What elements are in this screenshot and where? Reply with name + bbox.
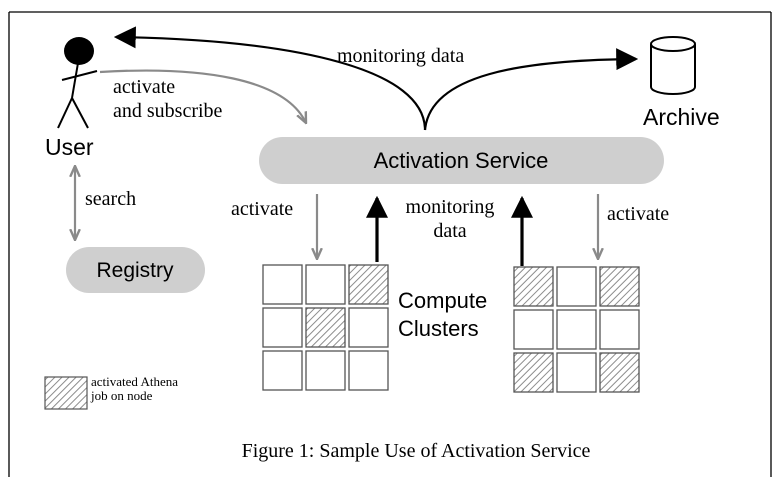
cluster-node-left-0-1 bbox=[305, 264, 346, 305]
legend-label-line2: job on node bbox=[90, 388, 153, 403]
monitoring-arrow-to-archive bbox=[423, 48, 639, 131]
archive-cylinder-icon bbox=[650, 36, 696, 95]
compute-cluster-right bbox=[513, 266, 640, 393]
cluster-node-right-1-2 bbox=[599, 309, 640, 350]
cluster-node-right-0-0-activated bbox=[513, 266, 554, 307]
cluster-node-left-1-0 bbox=[262, 307, 303, 348]
legend-label-line1: activated Athena bbox=[91, 374, 178, 389]
cluster-node-left-1-1-activated bbox=[305, 307, 346, 348]
search-label: search bbox=[85, 188, 136, 210]
figure-caption: Figure 1: Sample Use of Activation Servi… bbox=[242, 440, 591, 462]
cluster-node-right-2-1 bbox=[556, 352, 597, 393]
cluster-node-left-0-2-activated bbox=[348, 264, 389, 305]
figure-frame bbox=[8, 11, 772, 477]
activate-subscribe-arrow bbox=[99, 69, 306, 123]
compute-clusters-label-line2: Clusters bbox=[398, 316, 479, 341]
activate-right-label: activate bbox=[607, 203, 669, 225]
registry-label: Registry bbox=[96, 259, 174, 282]
compute-cluster-left bbox=[262, 264, 389, 391]
monitoring-label-line1: monitoring bbox=[406, 196, 495, 218]
cluster-node-right-2-2-activated bbox=[599, 352, 640, 393]
activation-service-label: Activation Service bbox=[374, 148, 549, 173]
cluster-node-right-2-0-activated bbox=[513, 352, 554, 393]
monitoring-arrow-to-user bbox=[113, 26, 427, 131]
cluster-node-left-2-0 bbox=[262, 350, 303, 391]
cluster-node-left-2-2 bbox=[348, 350, 389, 391]
user-label: User bbox=[45, 134, 94, 160]
user-stick-figure-icon bbox=[57, 37, 98, 129]
compute-clusters-label-line1: Compute bbox=[398, 288, 487, 313]
archive-label: Archive bbox=[643, 104, 720, 130]
registry-box bbox=[66, 247, 205, 293]
monitoring-label-line2: data bbox=[433, 220, 466, 242]
cluster-node-left-1-2 bbox=[348, 307, 389, 348]
legend-hatched-swatch bbox=[44, 376, 88, 410]
cluster-node-left-0-0 bbox=[262, 264, 303, 305]
cluster-node-right-1-1 bbox=[556, 309, 597, 350]
activate-subscribe-label-line2: and subscribe bbox=[113, 100, 223, 122]
activate-subscribe-label-line1: activate bbox=[113, 76, 175, 98]
activate-left-label: activate bbox=[231, 198, 293, 220]
cluster-node-right-0-1 bbox=[556, 266, 597, 307]
activation-service-box bbox=[259, 137, 664, 184]
monitoring-data-label: monitoring data bbox=[337, 45, 464, 67]
cluster-node-right-0-2-activated bbox=[599, 266, 640, 307]
cluster-node-right-1-0 bbox=[513, 309, 554, 350]
cluster-node-left-2-1 bbox=[305, 350, 346, 391]
